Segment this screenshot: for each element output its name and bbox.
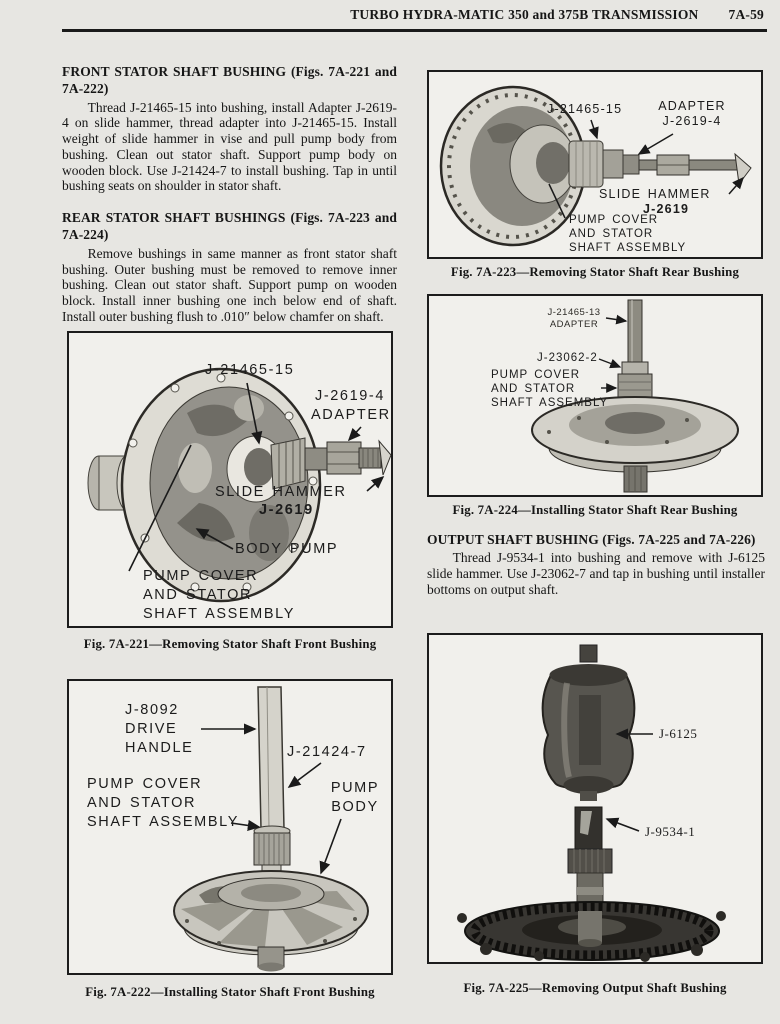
header-rule <box>62 29 767 32</box>
section-body-front-stator: Thread J-21465-15 into bushing, install … <box>62 99 397 194</box>
label-f221-body-pump: BODY PUMP <box>235 541 339 557</box>
label-f221-tool: J-21465-15 <box>205 362 295 378</box>
figure-7a-223-illustration <box>439 85 752 247</box>
figure-7a-224-illustration <box>531 299 739 493</box>
figure-box-7a-221: J-21465-15 J-2619-4 ADAPTER SLIDE HAMMER… <box>67 331 393 628</box>
header-title: TURBO HYDRA-MATIC 350 and 375B TRANSMISS… <box>350 7 699 22</box>
label-f222-drive-handle: J-8092 DRIVE HANDLE <box>125 702 194 756</box>
figure-box-7a-223: J-21465-15 ADAPTER J-2619-4 SLIDE HAMMER… <box>427 70 763 259</box>
label-f224-pump-cover: PUMP COVER AND STATOR SHAFT ASSEMBLY <box>491 369 609 409</box>
label-f221-adapter: J-2619-4 ADAPTER <box>311 388 391 423</box>
caption-7a-224: Fig. 7A-224—Installing Stator Shaft Rear… <box>452 503 738 517</box>
figure-7a-225-illustration <box>457 644 726 962</box>
section-body-output-shaft: Thread J-9534-1 into bushing and remove … <box>427 550 765 597</box>
section-body-rear-stator: Remove bushings in same manner as front … <box>62 245 397 324</box>
label-f222-pump-cover: PUMP COVER AND STATOR SHAFT ASSEMBLY <box>87 776 239 830</box>
label-f223-pump-cover: PUMP COVER AND STATOR SHAFT ASSEMBLY <box>569 214 687 254</box>
label-f222-installer: J-21424-7 <box>287 744 367 760</box>
figure-7a-221-illustration <box>87 367 391 603</box>
label-f223-slide-hammer: SLIDE HAMMER <box>599 187 711 201</box>
label-f221-hammer-number: J-2619 <box>259 502 314 518</box>
label-f223-hammer-number: J-2619 <box>643 202 690 216</box>
left-text-column: FRONT STATOR SHAFT BUSHING (Figs. 7A-221… <box>62 63 397 340</box>
caption-7a-222: Fig. 7A-222—Installing Stator Shaft Fron… <box>85 985 375 999</box>
figure-7a-222-illustration <box>173 686 369 972</box>
caption-7a-225: Fig. 7A-225—Removing Output Shaft Bushin… <box>463 981 727 995</box>
label-f222-pump-body: PUMP BODY <box>330 780 380 815</box>
label-f224-installer: J-23062-2 <box>537 352 598 364</box>
label-f225-handle: J-6125 <box>659 726 698 741</box>
section-heading-output-shaft: OUTPUT SHAFT BUSHING (Figs. 7A-225 and 7… <box>427 532 756 547</box>
caption-7a-223: Fig. 7A-223—Removing Stator Shaft Rear B… <box>450 265 740 279</box>
caption-7a-221: Fig. 7A-221—Removing Stator Shaft Front … <box>83 637 377 651</box>
page-header: TURBO HYDRA-MATIC 350 and 375B TRANSMISS… <box>0 7 764 23</box>
label-f223-adapter: ADAPTER J-2619-4 <box>658 99 726 129</box>
label-f221-pump-cover: PUMP COVER AND STATOR SHAFT ASSEMBLY <box>143 568 295 622</box>
label-f221-slide-hammer: SLIDE HAMMER <box>215 484 347 500</box>
header-page-number: 7A-59 <box>728 7 764 22</box>
figure-box-7a-224: J-21465-13 ADAPTER J-23062-2 PUMP COVER … <box>427 294 763 497</box>
label-f224-adapter: J-21465-13 ADAPTER <box>547 307 601 330</box>
section-heading-front-stator: FRONT STATOR SHAFT BUSHING (Figs. 7A-221… <box>62 64 397 97</box>
figure-box-7a-225: J-6125 J-9534-1 <box>427 633 763 964</box>
right-text-column: OUTPUT SHAFT BUSHING (Figs. 7A-225 and 7… <box>427 531 765 613</box>
label-f223-tool: J-21465-15 <box>547 102 623 116</box>
label-f225-remover: J-9534-1 <box>645 824 696 839</box>
section-heading-rear-stator: REAR STATOR SHAFT BUSHINGS (Figs. 7A-223… <box>62 210 397 243</box>
figure-box-7a-222: J-8092 DRIVE HANDLE J-21424-7 PUMP COVER… <box>67 679 393 975</box>
